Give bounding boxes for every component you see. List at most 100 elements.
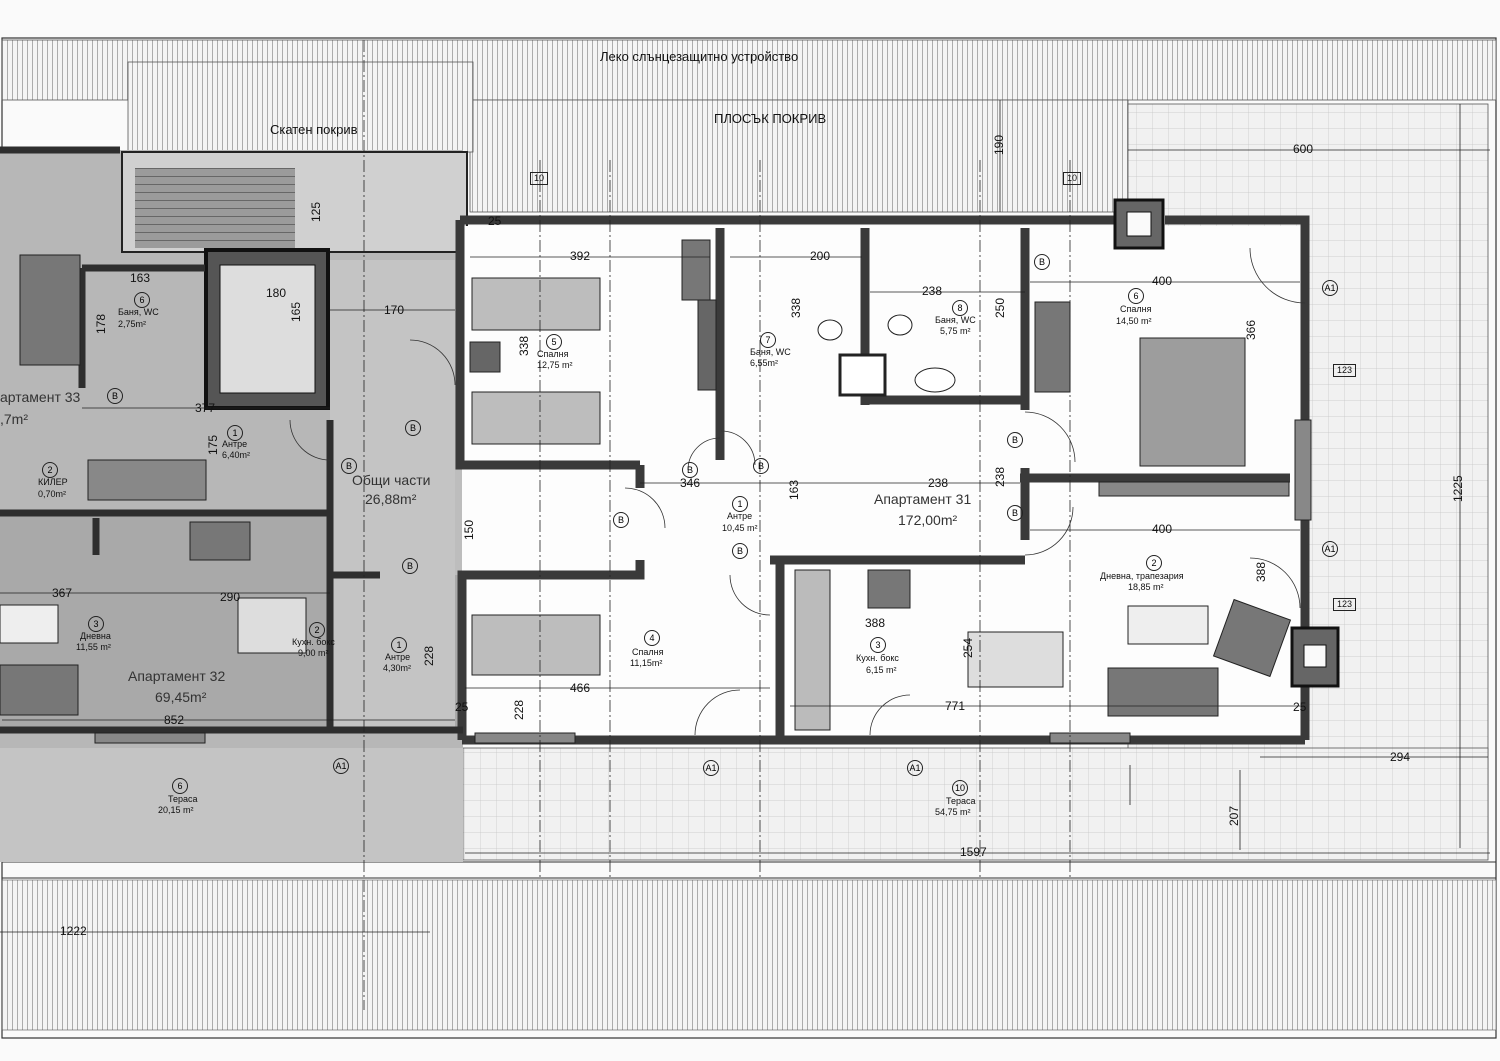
room-name: Антре xyxy=(727,511,753,521)
apartment-32-area: 69,45m² xyxy=(155,689,207,705)
dimension-label: 338 xyxy=(517,335,531,356)
dimension-label: 1222 xyxy=(60,924,87,938)
room-name: Тераса xyxy=(946,796,976,806)
level-tag: 123 xyxy=(1333,598,1357,611)
apartment-32-name: Апартамент 32 xyxy=(128,668,226,684)
room-area: 9,00 m² xyxy=(298,648,329,658)
sunshade-label: Леко слънцезащитно устройство xyxy=(600,49,799,64)
room-area: 0,70m² xyxy=(38,489,67,499)
room-area: 5,75 m² xyxy=(940,326,971,336)
room-number: 2 xyxy=(309,622,325,638)
dimension-label: 400 xyxy=(1152,274,1173,288)
dimension-label: 178 xyxy=(94,313,108,334)
window-tag: A1 xyxy=(333,758,349,774)
dimension-label: 367 xyxy=(52,586,73,600)
door-tag: B xyxy=(107,388,123,404)
dimension-label: 25 xyxy=(455,700,469,714)
room-area: 6,40m² xyxy=(222,450,251,460)
dimension-label: 163 xyxy=(787,479,801,500)
room-number: 8 xyxy=(952,300,968,316)
stairs xyxy=(135,168,295,248)
door-tag: B xyxy=(1007,505,1023,521)
common-corridor xyxy=(330,260,455,730)
room-number: 7 xyxy=(760,332,776,348)
dimension-label: 600 xyxy=(1293,142,1314,156)
dimension-label: 190 xyxy=(992,134,1006,155)
room-number: 2 xyxy=(42,462,58,478)
room-area: 18,85 m² xyxy=(1128,582,1164,592)
dimension-label: 852 xyxy=(164,713,185,727)
room-number: 6 xyxy=(134,292,150,308)
pitched-roof-block xyxy=(127,61,474,153)
door-tag: B xyxy=(732,543,748,559)
room-number: 6 xyxy=(1128,288,1144,304)
apartment-33-name: артамент 33 xyxy=(0,389,81,405)
window-tag: A1 xyxy=(703,760,719,776)
pitched-roof-label: Скатен покрив xyxy=(270,122,358,137)
dimension-label: 238 xyxy=(922,284,943,298)
dimension-label: 294 xyxy=(1390,750,1411,764)
common-area-value: 26,88m² xyxy=(365,491,417,507)
room-number: 3 xyxy=(88,616,104,632)
dimension-label: 165 xyxy=(289,301,303,322)
dimension-label: 207 xyxy=(1227,805,1241,826)
room-number: 5 xyxy=(546,334,562,350)
door-tag: B xyxy=(1034,254,1050,270)
room-area: 4,30m² xyxy=(383,663,412,673)
room-name: Антре xyxy=(222,439,248,449)
room-area: 14,50 m² xyxy=(1116,316,1152,326)
window-tag: A1 xyxy=(1322,541,1338,557)
dimension-label: 377 xyxy=(195,401,216,415)
dimension-label: 163 xyxy=(130,271,151,285)
level-tag: 10 xyxy=(530,172,549,185)
dimension-label: 238 xyxy=(928,476,949,490)
walls xyxy=(455,215,1310,745)
dimension-label: 366 xyxy=(1244,319,1258,340)
room-number: 1 xyxy=(391,637,407,653)
room-name: Баня, WC xyxy=(750,347,791,357)
terrace-tiles xyxy=(462,747,1489,861)
room-number: 1 xyxy=(732,496,748,512)
room-name: Спалня xyxy=(537,349,569,359)
room-name: Баня, WC xyxy=(118,307,159,317)
apartment-31-area: 172,00m² xyxy=(898,512,958,528)
room-name: КИЛЕР xyxy=(38,477,68,487)
dimension-label: 228 xyxy=(512,699,526,720)
dimension-label: 200 xyxy=(810,249,831,263)
room-name: Кухн. бокс xyxy=(856,653,899,663)
dimension-label: 228 xyxy=(422,645,436,666)
dimension-label: 466 xyxy=(570,681,591,695)
apartment-31-name: Апартамент 31 xyxy=(874,491,972,507)
furniture xyxy=(0,239,1292,731)
terrace-left xyxy=(0,748,463,862)
common-area-name: Общи части xyxy=(352,472,431,488)
dimension-label: 250 xyxy=(993,297,1007,318)
dimension-label: 290 xyxy=(220,590,241,604)
room-name: Кухн. бокс xyxy=(292,637,335,647)
room-area: 6,55m² xyxy=(750,358,779,368)
door-tag: B xyxy=(613,512,629,528)
room-area: 11,15m² xyxy=(630,658,663,668)
room-number: 6 xyxy=(172,778,188,794)
dimension-label: 175 xyxy=(206,434,220,455)
level-tag: 10 xyxy=(1063,172,1082,185)
room-number: 3 xyxy=(870,637,886,653)
room-area: 54,75 m² xyxy=(935,807,971,817)
room-area: 11,55 m² xyxy=(76,642,111,652)
dimension-label: 238 xyxy=(993,466,1007,487)
dimension-label: 1225 xyxy=(1451,475,1465,502)
dimension-label: 388 xyxy=(1254,561,1268,582)
room-number: 1 xyxy=(227,425,243,441)
door-tag: B xyxy=(341,458,357,474)
dimension-label: 125 xyxy=(309,201,323,222)
flat-roof xyxy=(469,99,1129,213)
dimension-label: 338 xyxy=(789,297,803,318)
door-tag: B xyxy=(753,458,769,474)
room-name: Антре xyxy=(385,652,411,662)
room-name: Спалня xyxy=(1120,304,1152,314)
room-name: Дневна xyxy=(80,631,111,641)
room-area: 10,45 m² xyxy=(722,523,758,533)
room-area: 12,75 m² xyxy=(537,360,573,370)
dimension-label: 25 xyxy=(1293,700,1307,714)
